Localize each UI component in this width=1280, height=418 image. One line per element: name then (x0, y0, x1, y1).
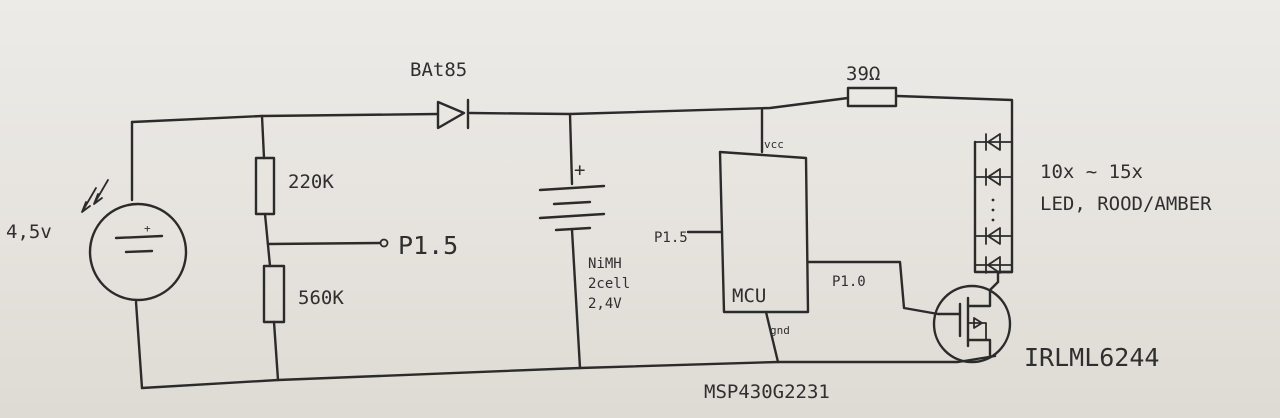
mosfet-part-label: IRLML6244 (1024, 343, 1159, 372)
led-count-label: 10x ~ 15x (1040, 161, 1143, 183)
diode-label: BAt85 (410, 59, 467, 81)
led-string (973, 133, 1014, 284)
mosfet-symbol (932, 280, 1012, 364)
solar-plus-label: + (144, 222, 151, 235)
wire-left-branch (130, 120, 144, 390)
battery-symbol (538, 112, 606, 370)
battery-plus-label: + (574, 159, 585, 181)
mcu-pin-in-label: P1.5 (654, 230, 688, 246)
divider-output-label: P1.5 (398, 231, 458, 260)
mcu-pin-out-label: P1.0 (832, 274, 866, 290)
mcu-block (686, 108, 940, 364)
schottky-diode (436, 98, 470, 130)
r-upper-label: 220K (288, 171, 334, 193)
led-description-label: LED, ROOD/AMBER (1040, 193, 1212, 215)
series-resistor-label: 39Ω (846, 63, 880, 85)
mcu-part-label: MSP430G2231 (704, 381, 830, 403)
battery-text-line2: 2cell (588, 276, 630, 292)
mcu-vcc-label: vcc (764, 138, 784, 151)
battery-text-line3: 2,4V (588, 296, 622, 312)
solar-voltage-label: 4,5v (6, 221, 52, 243)
series-resistor (846, 86, 898, 108)
solar-cell-symbol (81, 179, 188, 302)
battery-text-line1: NiMH (588, 256, 622, 272)
voltage-divider (254, 114, 389, 382)
mcu-name-label: MCU (732, 285, 766, 307)
mcu-gnd-label: gnd (770, 324, 790, 337)
wire-bottom-rail (140, 354, 997, 390)
r-lower-label: 560K (298, 287, 344, 309)
